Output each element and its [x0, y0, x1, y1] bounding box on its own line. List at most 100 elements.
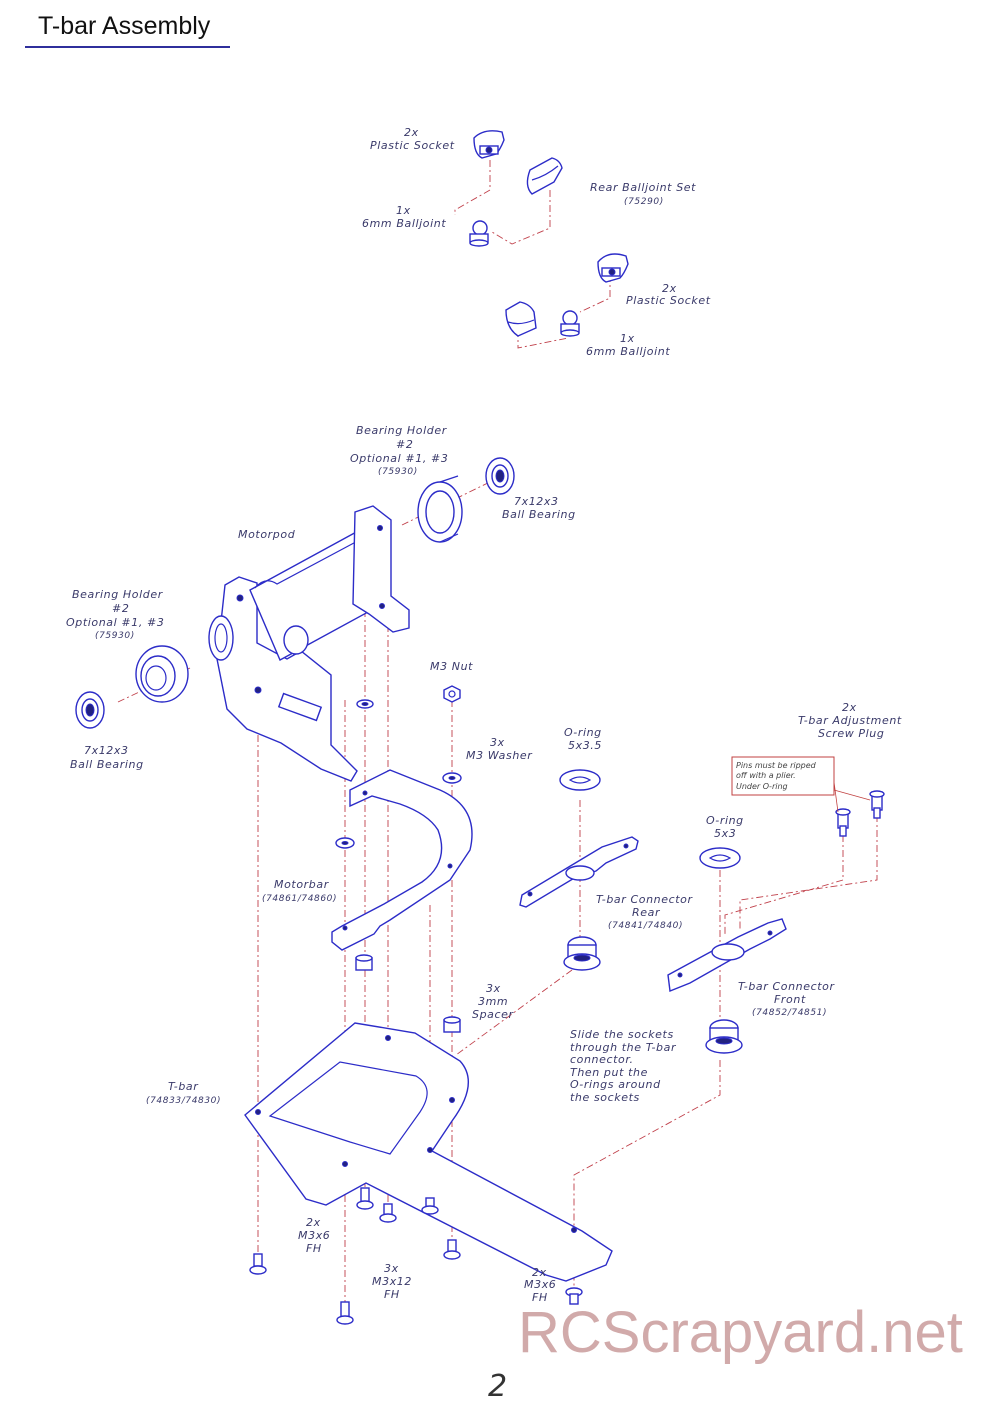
m3-nut — [443, 685, 461, 703]
label-bearing-left: Ball Bearing — [70, 758, 144, 771]
centerlines — [117, 160, 878, 1310]
label-connector-rear: T-bar Connector — [596, 893, 693, 906]
label-spacer-qty: 3x — [486, 982, 501, 995]
label-bearing-holder-left-code: (75930) — [95, 631, 135, 641]
label-m3-nut: M3 Nut — [430, 660, 473, 673]
t-bar — [244, 1022, 613, 1282]
label-screw-b-qty: 3x — [384, 1262, 399, 1275]
label-screw-a-type: FH — [306, 1242, 322, 1255]
label-connector-front-code: (74852/74851) — [752, 1008, 827, 1018]
label-screw-plug-2: Screw Plug — [818, 727, 884, 740]
socket-front — [705, 1019, 743, 1054]
balljoint-mid — [560, 310, 580, 337]
spacer-2 — [443, 1016, 461, 1033]
label-plastic-socket-top-qty: 2x — [404, 126, 419, 139]
motorpod — [208, 505, 410, 782]
label-screw-plug-qty: 2x — [842, 701, 857, 714]
watermark: RCScrapyard.net — [518, 1300, 963, 1365]
label-bearing-holder-right: Bearing Holder — [356, 424, 448, 437]
label-slide-note-3: connector. — [570, 1053, 634, 1066]
plastic-socket-top-2 — [526, 157, 563, 195]
label-connector-front: T-bar Connector — [738, 980, 835, 993]
ball-bearing-left — [75, 691, 105, 729]
label-bearing-holder-right-2: #2 — [396, 438, 413, 451]
ball-bearing-right — [485, 457, 515, 495]
label-bearing-right: Ball Bearing — [502, 508, 576, 521]
balljoint-top — [469, 220, 489, 247]
label-screw-c-type: FH — [532, 1291, 548, 1304]
plastic-socket-top — [473, 130, 505, 159]
socket-rear — [563, 936, 601, 971]
label-connector-front-2: Front — [774, 993, 806, 1006]
bearing-holder-right — [417, 475, 463, 543]
label-oring-rear: O-ring — [564, 726, 602, 739]
screw-m3x12-3 — [379, 1203, 397, 1223]
screw-plug-1 — [835, 808, 851, 837]
label-slide-note-1: Slide the sockets — [570, 1028, 674, 1041]
label-slide-note-6: the sockets — [570, 1091, 640, 1104]
label-bearing-holder-left-3: Optional #1, #3 — [66, 616, 164, 629]
label-slide-note-5: O-rings around — [570, 1078, 661, 1091]
pins-note-box — [731, 756, 871, 813]
label-tbar-code: (74833/74830) — [146, 1096, 221, 1106]
label-balljoint-top: 6mm Balljoint — [362, 217, 446, 230]
label-motorpod: Motorpod — [238, 528, 296, 541]
label-screw-c-qty: 2x — [532, 1266, 547, 1279]
label-tbar: T-bar — [168, 1080, 199, 1093]
label-balljoint-top-qty: 1x — [396, 204, 411, 217]
label-spacer-size: 3mm — [478, 995, 508, 1008]
label-rear-balljoint-set: Rear Balljoint Set — [590, 181, 696, 194]
screw-m3x6-1 — [249, 1253, 267, 1275]
label-washer: M3 Washer — [466, 749, 533, 762]
label-slide-note-4: Then put the — [570, 1066, 648, 1079]
label-bearing-right-size: 7x12x3 — [514, 495, 559, 508]
labels: 2x Plastic Socket Rear Balljoint Set (75… — [66, 126, 902, 1304]
label-pins-note-2: off with a plier. — [736, 771, 796, 780]
label-balljoint-2: 6mm Balljoint — [586, 345, 670, 358]
page-title: T-bar Assembly — [38, 12, 211, 40]
page-number: 2 — [488, 1369, 507, 1404]
label-pins-note-3: Under O-ring — [736, 782, 788, 791]
screw-m3x6-2 — [421, 1197, 439, 1215]
spacer-1 — [355, 954, 373, 971]
label-pins-note-1: Pins must be ripped — [736, 761, 817, 770]
tbar-connector-front — [667, 918, 787, 992]
label-screw-c-size: M3x6 — [524, 1278, 556, 1291]
o-ring-front — [699, 847, 741, 869]
label-bearing-holder-left-2: #2 — [112, 602, 129, 615]
label-bearing-left-size: 7x12x3 — [84, 744, 129, 757]
label-spacer: Spacer — [472, 1008, 515, 1021]
label-oring-front: O-ring — [706, 814, 744, 827]
plastic-socket-mid — [597, 253, 629, 283]
title-underline — [25, 46, 230, 48]
screw-plug-2 — [869, 790, 885, 819]
m3-washer-2 — [442, 772, 462, 784]
screw-m3x6-4 — [565, 1287, 583, 1305]
label-motorbar-code: (74861/74860) — [262, 894, 337, 904]
label-screw-b-size: M3x12 — [372, 1275, 412, 1288]
bearing-holder-left — [135, 645, 189, 703]
screws — [249, 1187, 583, 1325]
label-screw-a-qty: 2x — [306, 1216, 321, 1229]
label-rear-balljoint-code: (75290) — [624, 197, 664, 207]
label-bearing-holder-left: Bearing Holder — [72, 588, 164, 601]
label-connector-rear-2: Rear — [632, 906, 661, 919]
label-slide-note-2: through the T-bar — [570, 1041, 677, 1054]
label-bearing-holder-right-code: (75930) — [378, 467, 418, 477]
label-screw-plug: T-bar Adjustment — [798, 714, 902, 727]
label-motorbar: Motorbar — [274, 878, 330, 891]
label-plastic-socket-2: Plastic Socket — [626, 294, 711, 307]
screw-m3x12-1 — [336, 1301, 354, 1325]
label-plastic-socket-top: Plastic Socket — [370, 139, 455, 152]
label-balljoint-2-qty: 1x — [620, 332, 635, 345]
tbar-connector-rear — [519, 836, 639, 908]
label-bearing-holder-right-3: Optional #1, #3 — [350, 452, 448, 465]
m3-washer-1 — [356, 699, 374, 709]
screw-m3x6-3 — [443, 1239, 461, 1260]
m3-washer-3 — [335, 837, 355, 849]
label-oring-rear-size: 5x3.5 — [568, 739, 602, 752]
o-ring-rear — [559, 769, 601, 791]
label-screw-a-size: M3x6 — [298, 1229, 330, 1242]
